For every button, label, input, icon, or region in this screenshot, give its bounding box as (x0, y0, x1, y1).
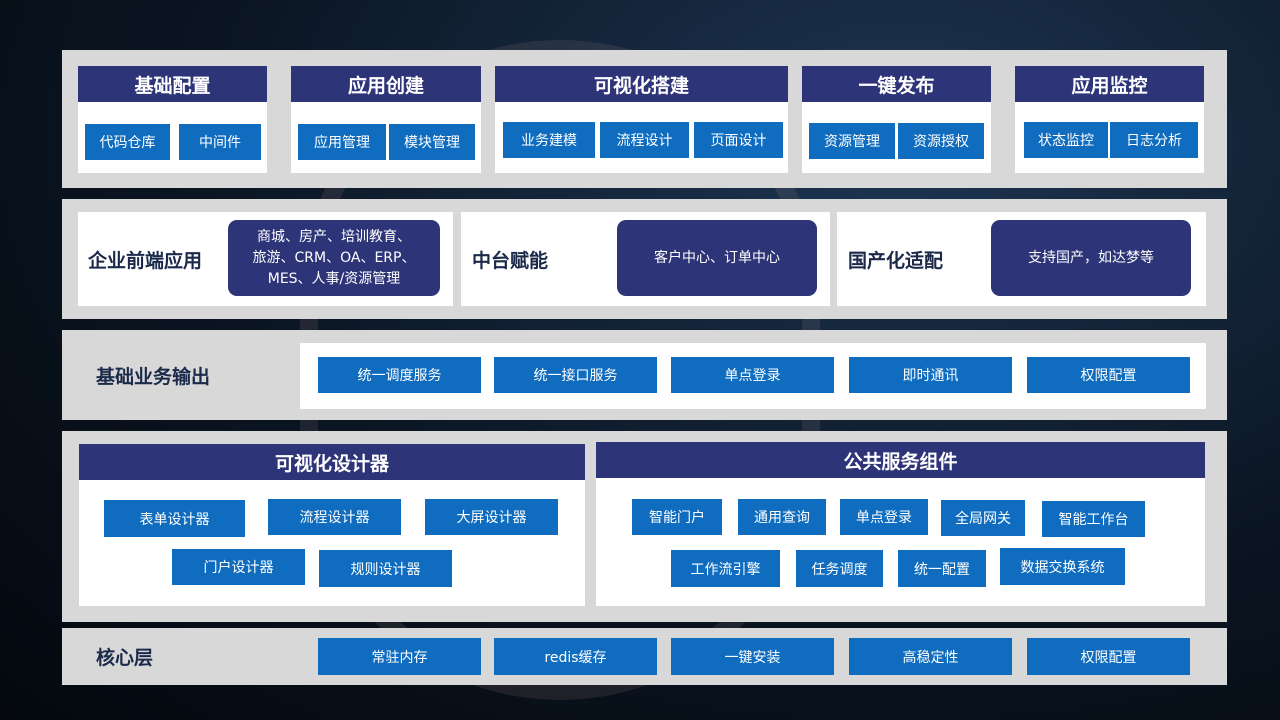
item-data-exchange[interactable]: 数据交换系统 (1000, 548, 1125, 585)
item-one-click-install[interactable]: 一键安装 (671, 638, 834, 675)
group-basic-config-title: 基础配置 (78, 66, 267, 102)
enterprise-frontend-detail: 商城、房产、培训教育、 旅游、CRM、OA、ERP、 MES、人事/资源管理 (228, 220, 440, 296)
item-process-design[interactable]: 流程设计 (600, 122, 689, 158)
enterprise-frontend-label: 企业前端应用 (88, 249, 203, 272)
item-redis-cache[interactable]: redis缓存 (494, 638, 657, 675)
item-smart-portal[interactable]: 智能门户 (632, 499, 722, 535)
item-unified-config[interactable]: 统一配置 (898, 550, 986, 587)
item-sso[interactable]: 单点登录 (840, 499, 928, 535)
item-unified-scheduling[interactable]: 统一调度服务 (318, 357, 481, 393)
item-code-repository[interactable]: 代码仓库 (85, 124, 170, 160)
item-resource-authorization[interactable]: 资源授权 (898, 123, 984, 159)
item-module-management[interactable]: 模块管理 (389, 124, 475, 160)
domestic-adaptation-detail: 支持国产，如达梦等 (991, 220, 1191, 296)
item-portal-designer[interactable]: 门户设计器 (172, 549, 305, 585)
item-page-design[interactable]: 页面设计 (694, 122, 783, 158)
item-business-modeling[interactable]: 业务建模 (503, 122, 595, 158)
item-general-query[interactable]: 通用查询 (738, 499, 826, 535)
item-process-designer[interactable]: 流程设计器 (268, 499, 401, 535)
item-smart-workbench[interactable]: 智能工作台 (1042, 501, 1145, 537)
item-status-monitor[interactable]: 状态监控 (1024, 122, 1108, 158)
visual-designer-title: 可视化设计器 (79, 444, 585, 480)
enterprise-detail-line-1: 商城、房产、培训教育、 (257, 228, 411, 245)
item-instant-messaging[interactable]: 即时通讯 (849, 357, 1012, 393)
middle-platform-label: 中台赋能 (472, 249, 549, 272)
group-app-create-title: 应用创建 (291, 66, 481, 102)
group-one-click-publish-title: 一键发布 (802, 66, 991, 102)
item-app-management[interactable]: 应用管理 (298, 124, 386, 160)
item-global-gateway[interactable]: 全局网关 (941, 500, 1025, 536)
core-layer-label: 核心层 (96, 647, 154, 669)
enterprise-detail-line-3: MES、人事/资源管理 (267, 270, 401, 287)
basic-business-output-label: 基础业务输出 (96, 365, 211, 388)
item-permission-config[interactable]: 权限配置 (1027, 357, 1190, 393)
group-visual-build-title: 可视化搭建 (495, 66, 788, 102)
item-form-designer[interactable]: 表单设计器 (104, 500, 245, 537)
item-high-stability[interactable]: 高稳定性 (849, 638, 1012, 675)
item-middleware[interactable]: 中间件 (179, 124, 261, 160)
group-app-monitor-title: 应用监控 (1015, 66, 1204, 102)
item-workflow-engine[interactable]: 工作流引擎 (671, 550, 780, 587)
item-unified-interface[interactable]: 统一接口服务 (494, 357, 657, 393)
item-resident-memory[interactable]: 常驻内存 (318, 638, 481, 675)
item-bigscreen-designer[interactable]: 大屏设计器 (425, 499, 558, 535)
middle-platform-detail: 客户中心、订单中心 (617, 220, 817, 296)
item-single-sign-on[interactable]: 单点登录 (671, 357, 834, 393)
item-resource-management[interactable]: 资源管理 (809, 123, 895, 159)
public-service-title: 公共服务组件 (596, 442, 1205, 478)
item-task-scheduling[interactable]: 任务调度 (796, 550, 883, 587)
domestic-adaptation-label: 国产化适配 (848, 249, 944, 272)
item-log-analysis[interactable]: 日志分析 (1110, 122, 1198, 158)
item-permission-config-core[interactable]: 权限配置 (1027, 638, 1190, 675)
item-rule-designer[interactable]: 规则设计器 (319, 550, 452, 587)
enterprise-detail-line-2: 旅游、CRM、OA、ERP、 (252, 249, 416, 266)
